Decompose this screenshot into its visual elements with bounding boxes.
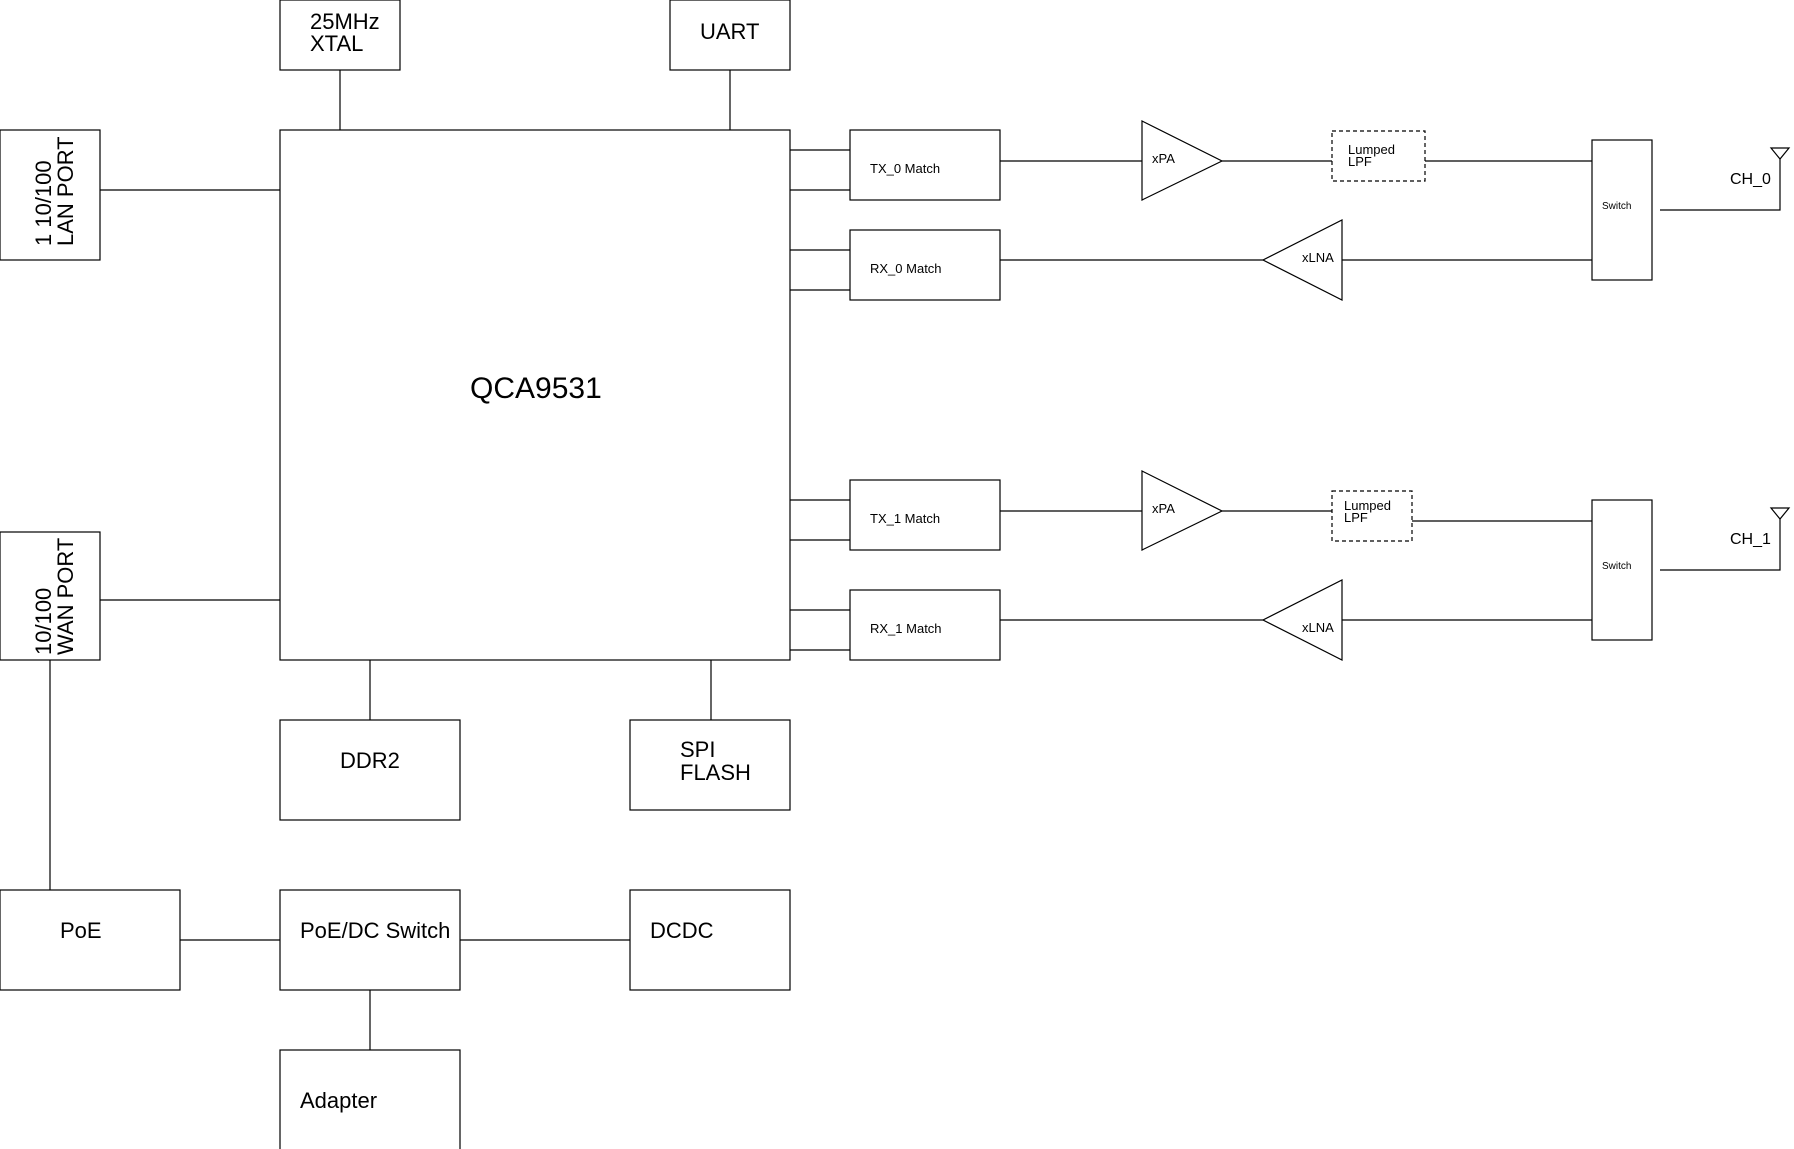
xtal-label-line1: 25MHz xyxy=(310,9,380,34)
tx0-match-label: TX_0 Match xyxy=(870,161,940,176)
rx0-match-block: RX_0 Match xyxy=(849,229,1001,301)
spi-flash-block: SPI FLASH xyxy=(629,719,791,811)
lpf0-block: Lumped LPF xyxy=(1331,130,1426,182)
antenna-ch0-icon xyxy=(1769,147,1791,160)
adapter-label: Adapter xyxy=(300,1088,377,1113)
lpf0-label-line1: Lumped xyxy=(1348,142,1395,157)
wan-port-label-line2: WAN PORT xyxy=(53,538,78,655)
wan-port-block: 10/100 WAN PORT xyxy=(0,531,101,661)
wan-port-label-line1: 10/100 xyxy=(31,588,56,655)
switch1-block: Switch xyxy=(1591,499,1653,641)
soc-label: QCA9531 xyxy=(470,372,602,405)
lna1-label: xLNA xyxy=(1302,620,1334,635)
ch0-antenna-feed xyxy=(1660,158,1781,211)
lpf1-block: Lumped LPF xyxy=(1331,490,1413,542)
uart-block: UART xyxy=(669,0,791,71)
uart-label: UART xyxy=(700,19,760,44)
lan-port-block: 1 10/100 LAN PORT xyxy=(0,129,101,261)
tx1-match-block: TX_1 Match xyxy=(849,479,1001,551)
tx0-match-block: TX_0 Match xyxy=(849,129,1001,201)
spi-flash-label-line2: FLASH xyxy=(680,760,751,785)
rx1-match-block: RX_1 Match xyxy=(849,589,1001,661)
pa0-label: xPA xyxy=(1152,151,1175,166)
ddr2-label: DDR2 xyxy=(340,748,400,773)
dcdc-block: DCDC xyxy=(629,889,791,991)
ch1-antenna-feed xyxy=(1660,518,1781,571)
lna1-amplifier: xLNA xyxy=(1261,579,1343,661)
soc-block: QCA9531 xyxy=(279,129,791,661)
poe-label: PoE xyxy=(60,918,102,943)
connections xyxy=(49,70,1781,1050)
spi-flash-label-line1: SPI xyxy=(680,737,715,762)
dcdc-label: DCDC xyxy=(650,918,714,943)
ch0-label: CH_0 xyxy=(1730,171,1771,188)
poe-dc-switch-label: PoE/DC Switch xyxy=(300,918,450,943)
lpf1-label-line1: Lumped xyxy=(1344,498,1391,513)
switch0-label: Switch xyxy=(1602,201,1631,212)
rx0-match-label: RX_0 Match xyxy=(870,261,942,276)
lna0-amplifier: xLNA xyxy=(1261,219,1343,301)
lan-port-label-line1: 1 10/100 xyxy=(31,160,56,246)
poe-dc-switch-block: PoE/DC Switch xyxy=(279,889,461,991)
lna0-label: xLNA xyxy=(1302,250,1334,265)
ddr2-block: DDR2 xyxy=(279,719,461,821)
pa1-amplifier: xPA xyxy=(1141,470,1224,551)
lpf1-label-line2: LPF xyxy=(1344,510,1368,525)
lpf0-label-line2: LPF xyxy=(1348,154,1372,169)
adapter-block: Adapter xyxy=(279,1049,461,1149)
switch0-block: Switch xyxy=(1591,139,1653,281)
poe-block: PoE xyxy=(0,889,181,991)
xtal-label-line2: XTAL xyxy=(310,31,363,56)
pa1-label: xPA xyxy=(1152,501,1175,516)
ch1-label: CH_1 xyxy=(1730,531,1771,548)
switch1-label: Switch xyxy=(1602,561,1631,572)
rx1-match-label: RX_1 Match xyxy=(870,621,942,636)
antenna-ch1-icon xyxy=(1769,507,1791,520)
tx1-match-label: TX_1 Match xyxy=(870,511,940,526)
xtal-block: 25MHz XTAL xyxy=(279,0,401,71)
pa0-amplifier: xPA xyxy=(1141,120,1224,201)
lan-port-label-line2: LAN PORT xyxy=(53,136,78,246)
